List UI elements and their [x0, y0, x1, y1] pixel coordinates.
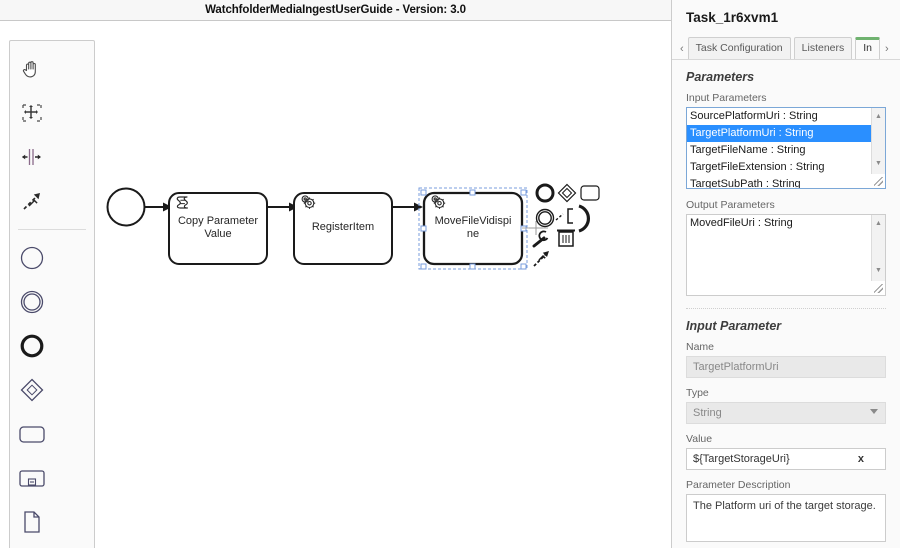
- value-input[interactable]: [686, 448, 886, 470]
- type-label: Type: [686, 387, 709, 399]
- task-icon[interactable]: [10, 412, 53, 456]
- clear-value-icon[interactable]: x: [857, 453, 864, 465]
- append-task-icon: [580, 185, 600, 201]
- tab-scroll-prev-button[interactable]: ‹: [680, 43, 684, 55]
- window-title-bar: WatchfolderMediaIngestUserGuide - Versio…: [0, 0, 671, 21]
- list-item[interactable]: TargetPlatformUri : String: [687, 125, 885, 142]
- input-parameters-scrollbar[interactable]: ▲ ▼: [871, 108, 885, 188]
- input-parameters-listbox[interactable]: SourcePlatformUri : String TargetPlatfor…: [686, 107, 886, 189]
- properties-title: Task_1r6xvm1: [686, 10, 779, 25]
- tab-input-output[interactable]: In: [855, 37, 881, 59]
- page-title: WatchfolderMediaIngestUserGuide - Versio…: [205, 4, 466, 16]
- append-text-annotation-icon: [555, 208, 573, 224]
- scroll-up-icon[interactable]: ▲: [875, 220, 882, 227]
- hand-tool-icon[interactable]: [10, 47, 53, 91]
- scroll-down-icon[interactable]: ▼: [875, 160, 882, 167]
- global-connect-tool-icon[interactable]: [10, 179, 53, 223]
- list-item[interactable]: TargetFileName : String: [690, 144, 806, 156]
- properties-header: Task_1r6xvm1: [672, 0, 900, 31]
- parameter-description-textarea[interactable]: [686, 494, 886, 542]
- parameters-heading: Parameters: [686, 70, 755, 84]
- tab-listeners[interactable]: Listeners: [793, 37, 853, 59]
- task-register-item-shape: [293, 192, 393, 265]
- start-event-icon[interactable]: [10, 236, 53, 280]
- output-parameters-options: MovedFileUri : String: [687, 215, 885, 232]
- parameter-description-label: Parameter Description: [686, 479, 791, 491]
- resize-grip[interactable]: [871, 174, 885, 188]
- subprocess-icon[interactable]: [10, 456, 53, 500]
- palette-tools-group: [10, 47, 94, 223]
- type-select-wrap: [686, 402, 886, 424]
- name-label: Name: [686, 341, 715, 353]
- name-field-block: Name: [686, 341, 886, 378]
- append-intermediate-event-icon: [535, 208, 555, 228]
- loop-marker-icon: [578, 204, 591, 233]
- value-field-block: Value x: [686, 433, 886, 470]
- value-label: Value: [686, 433, 713, 445]
- scroll-up-icon[interactable]: ▲: [875, 113, 882, 120]
- diagram-canvas[interactable]: Copy Parameter Value RegisterItem MoveFi…: [0, 21, 671, 548]
- bpmn-diagram: Copy Parameter Value RegisterItem MoveFi…: [0, 21, 671, 548]
- connect-icon: [533, 251, 549, 267]
- delete-icon: [557, 229, 575, 247]
- output-parameters-label: Output Parameters: [686, 199, 775, 211]
- properties-tabbar: ‹ Task Configuration Listeners In ›: [672, 33, 900, 59]
- service-task-icon: [301, 195, 316, 209]
- scroll-down-icon[interactable]: ▼: [875, 267, 882, 274]
- data-object-icon[interactable]: [10, 500, 53, 544]
- type-field-block: Type: [686, 387, 886, 424]
- name-input[interactable]: [686, 356, 886, 378]
- task-move-file-vidispine-shape: [422, 191, 524, 266]
- input-parameters-label: Input Parameters: [686, 92, 767, 104]
- exclusive-gateway-icon[interactable]: [10, 368, 53, 412]
- list-item[interactable]: TargetFileExtension : String: [690, 161, 825, 173]
- context-pad: [522, 183, 600, 267]
- list-item[interactable]: SourcePlatformUri : String: [690, 110, 818, 122]
- append-end-event-icon: [535, 183, 555, 203]
- lasso-tool-icon[interactable]: [10, 91, 53, 135]
- script-task-icon: [176, 196, 188, 209]
- input-parameter-heading: Input Parameter: [686, 319, 782, 333]
- properties-panel: Task_1r6xvm1 ‹ Task Configuration Listen…: [671, 0, 900, 548]
- value-input-wrap: x: [686, 448, 886, 470]
- list-item[interactable]: MovedFileUri : String: [690, 217, 793, 229]
- output-parameters-scrollbar[interactable]: ▲ ▼: [871, 215, 885, 295]
- palette-shapes-group: [10, 236, 94, 548]
- input-parameters-options: SourcePlatformUri : String TargetPlatfor…: [687, 108, 885, 189]
- end-event-icon[interactable]: [10, 324, 53, 368]
- wrench-icon: [532, 230, 549, 248]
- description-field-block: Parameter Description: [686, 479, 886, 547]
- append-gateway-icon: [557, 183, 577, 203]
- bpmn-palette: [9, 40, 95, 548]
- tab-task-configuration[interactable]: Task Configuration: [687, 37, 791, 59]
- task-copy-parameter-value-shape: [168, 192, 268, 265]
- output-parameters-listbox[interactable]: MovedFileUri : String ▲ ▼: [686, 214, 886, 296]
- service-task-icon: [431, 195, 446, 209]
- section-divider: [686, 308, 886, 309]
- tab-scroll-next-button[interactable]: ›: [885, 43, 889, 55]
- properties-body: Parameters Input Parameters SourcePlatfo…: [672, 59, 900, 547]
- intermediate-event-icon[interactable]: [10, 280, 53, 324]
- start-event-shape: [106, 187, 146, 227]
- list-item[interactable]: TargetSubPath : String: [690, 178, 801, 189]
- type-select[interactable]: [686, 402, 886, 424]
- space-tool-icon[interactable]: [10, 135, 53, 179]
- palette-divider: [18, 229, 86, 230]
- resize-grip[interactable]: [871, 281, 885, 295]
